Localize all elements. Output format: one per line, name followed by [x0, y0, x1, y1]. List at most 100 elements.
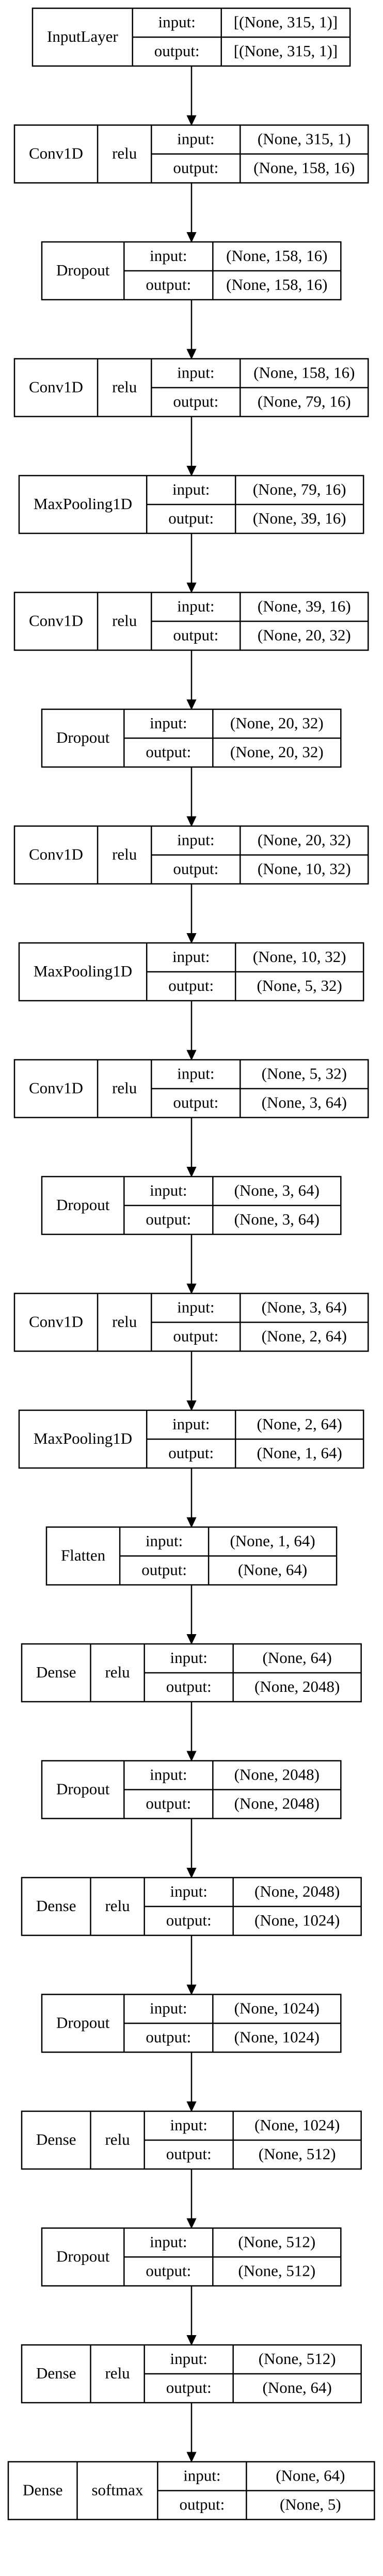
output-shape-value: (None, 158, 16): [226, 275, 327, 294]
input-port-label: input:: [177, 831, 214, 849]
output-shape-value: (None, 3, 64): [262, 1094, 347, 1112]
input-shape-value: (None, 315, 1): [258, 130, 351, 148]
output-shape-value: (None, 5, 32): [257, 976, 342, 994]
output-shape-value: (None, 79, 16): [258, 393, 351, 411]
activation-label: relu: [112, 612, 137, 630]
output-shape-value: (None, 512): [259, 2145, 336, 2163]
edge-arrow: [186, 1818, 197, 1879]
edge-arrow: [186, 300, 197, 360]
output-shape-value: (None, 1024): [254, 1911, 340, 1929]
layer-type-label: Conv1D: [29, 845, 83, 863]
activation-label: relu: [112, 1079, 137, 1097]
input-port-label: input:: [150, 247, 187, 265]
edge-arrow: [186, 1935, 197, 1995]
output-port-label: output:: [179, 2496, 225, 2514]
layer-type-label: Conv1D: [29, 1313, 83, 1331]
input-shape-value: (None, 64): [263, 1649, 332, 1667]
layer-type-label: MaxPooling1D: [34, 962, 132, 980]
output-port-label: output:: [154, 42, 200, 60]
output-port-label: output:: [146, 1795, 191, 1813]
output-port-label: output:: [173, 626, 218, 644]
edge-arrow: [186, 2169, 197, 2229]
output-port-label: output:: [166, 2378, 212, 2396]
layer-node: Dropout input: output: (None, 158, 16) (None…: [41, 241, 342, 301]
output-port-label: output:: [141, 1561, 187, 1579]
output-port-label: output:: [146, 1210, 191, 1228]
input-shape-value: (None, 1024): [234, 1999, 320, 2017]
input-port-label: input:: [150, 2233, 187, 2251]
input-port-label: input:: [177, 1065, 214, 1083]
output-shape-value: (None, 20, 32): [258, 626, 351, 644]
layer-type-label: Dropout: [56, 2014, 110, 2032]
input-port-label: input:: [172, 1415, 210, 1433]
output-shape-value: (None, 512): [238, 2262, 315, 2280]
edge-arrow: [186, 1117, 197, 1178]
input-shape-value: (None, 1, 64): [230, 1532, 315, 1550]
output-shape-value: (None, 2048): [234, 1795, 320, 1813]
layer-type-label: Conv1D: [29, 1079, 83, 1097]
output-port-label: output:: [173, 1327, 218, 1345]
activation-label: softmax: [91, 2481, 143, 2499]
layer-type-label: Conv1D: [29, 378, 83, 396]
output-port-label: output:: [146, 2262, 191, 2280]
output-shape-value: (None, 158, 16): [253, 159, 355, 177]
input-shape-value: (None, 158, 16): [226, 247, 327, 265]
edge-arrow: [186, 1702, 197, 1762]
output-shape-value: (None, 2, 64): [262, 1327, 347, 1345]
output-shape-value: (None, 3, 64): [234, 1210, 320, 1228]
input-shape-value: (None, 2048): [234, 1766, 320, 1784]
output-shape-value: (None, 20, 32): [230, 743, 324, 761]
layer-type-label: Dense: [36, 1663, 76, 1681]
layer-type-label: MaxPooling1D: [34, 495, 132, 513]
output-port-label: output:: [146, 275, 191, 294]
input-port-label: input:: [172, 480, 210, 498]
input-port-label: input:: [150, 1181, 187, 1199]
input-shape-value: (None, 1024): [254, 2116, 340, 2134]
input-shape-value: (None, 20, 32): [230, 714, 324, 732]
layer-type-label: Dropout: [56, 261, 110, 279]
input-shape-value: [(None, 315, 1)]: [234, 13, 338, 31]
input-shape-value: (None, 64): [276, 2467, 345, 2485]
layer-type-label: Dropout: [56, 1196, 110, 1214]
layer-type-label: Dense: [36, 2364, 76, 2382]
output-port-label: output:: [146, 743, 191, 761]
input-port-label: input:: [158, 13, 196, 31]
layer-type-label: Dropout: [56, 2247, 110, 2265]
output-shape-value: (None, 2048): [254, 1677, 340, 1695]
activation-label: relu: [112, 845, 137, 863]
input-shape-value: (None, 512): [238, 2233, 315, 2251]
output-shape-value: [(None, 315, 1)]: [234, 42, 338, 60]
edge-arrow: [186, 1001, 197, 1061]
edge-arrow: [186, 1351, 197, 1411]
activation-label: relu: [112, 1313, 137, 1331]
activation-label: relu: [105, 2130, 130, 2148]
input-port-label: input:: [146, 1532, 183, 1550]
activation-label: relu: [105, 2364, 130, 2382]
output-port-label: output:: [146, 2028, 191, 2046]
output-port-label: output:: [173, 159, 218, 177]
layer-type-label: Dense: [23, 2481, 62, 2499]
output-port-label: output:: [173, 860, 218, 878]
output-port-label: output:: [168, 976, 214, 994]
input-port-label: input:: [170, 1882, 208, 1900]
layer-node: Dropout input: output: (None, 512) (None, 51…: [41, 2227, 342, 2287]
activation-label: relu: [105, 1897, 130, 1915]
input-shape-value: (None, 2, 64): [257, 1415, 342, 1433]
output-port-label: output:: [168, 509, 214, 527]
activation-label: relu: [105, 1663, 130, 1681]
input-port-label: input:: [150, 1999, 187, 2017]
layer-type-label: Flatten: [61, 1546, 106, 1564]
input-shape-value: (None, 512): [259, 2350, 336, 2368]
input-shape-value: (None, 10, 32): [253, 948, 346, 966]
